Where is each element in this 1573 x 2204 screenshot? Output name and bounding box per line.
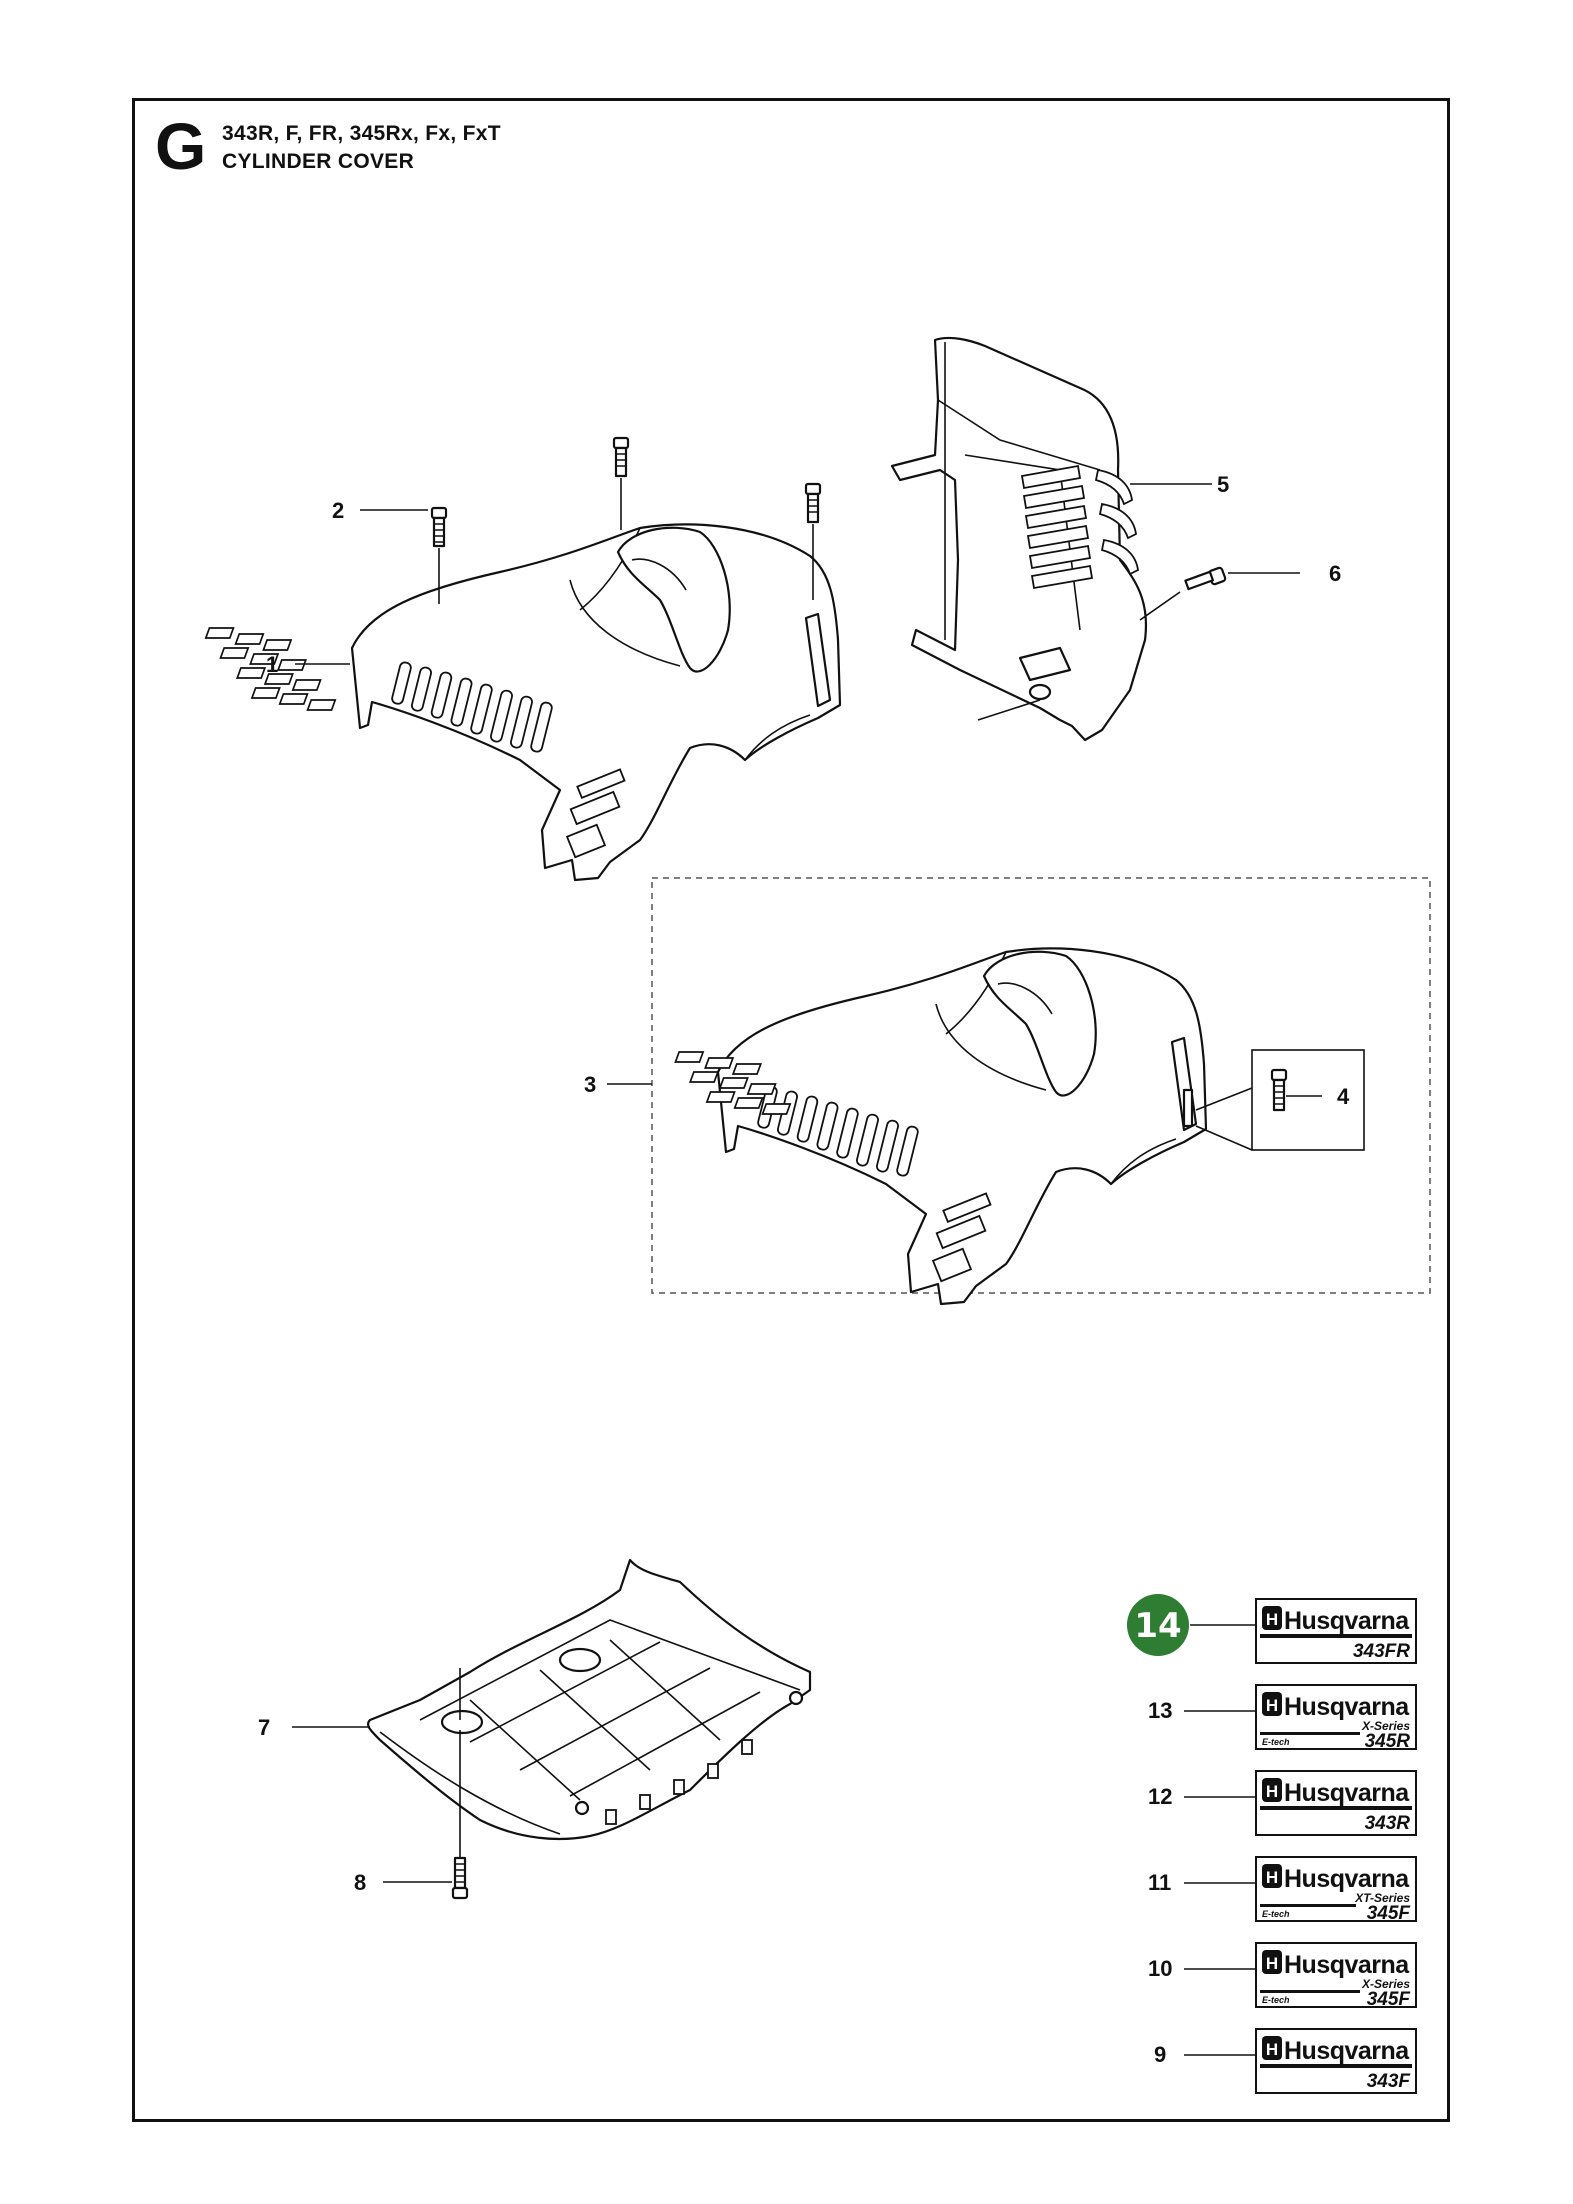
assembly-3-box (651, 877, 1431, 1294)
decal-345f-xt-series[interactable]: 11 H Husqvarna XT-Series E-tech 345F (1148, 1856, 1417, 1924)
section-letter: G (155, 109, 207, 183)
callout-9: 9 (1154, 2042, 1166, 2067)
callout-6: 6 (1329, 561, 1341, 586)
decal-343r[interactable]: 12 H Husqvarna 343R (1148, 1770, 1417, 1836)
svg-text:345F: 345F (1367, 1989, 1412, 2010)
svg-text:X-Series: X-Series (1361, 1719, 1410, 1733)
page-title: CYLINDER COVER (222, 150, 415, 173)
svg-text:Husqvarna: Husqvarna (1284, 1779, 1410, 1807)
svg-text:343FR: 343FR (1353, 1641, 1410, 1662)
decal-345r-x-series[interactable]: 13 H Husqvarna X-Series E-tech 345R (1148, 1684, 1417, 1752)
svg-text:343R: 343R (1365, 1813, 1411, 1834)
svg-text:H: H (1266, 1610, 1278, 1629)
callout-8: 8 (354, 1870, 366, 1895)
svg-text:H: H (1266, 1868, 1278, 1887)
callout-11: 11 (1148, 1870, 1171, 1895)
part-5-air-guide[interactable] (890, 336, 1148, 742)
svg-text:343F: 343F (1367, 2071, 1412, 2092)
svg-text:Husqvarna: Husqvarna (1284, 1693, 1410, 1721)
decal-343f[interactable]: 9 H Husqvarna 343F (1154, 2028, 1417, 2094)
drawing-frame (132, 98, 1450, 2122)
part-6-screw[interactable] (1184, 566, 1227, 591)
svg-text:XT-Series: XT-Series (1354, 1891, 1410, 1905)
svg-text:X-Series: X-Series (1361, 1977, 1410, 1991)
callout-13: 13 (1148, 1698, 1172, 1723)
svg-text:Husqvarna: Husqvarna (1284, 2037, 1410, 2065)
callout-3: 3 (584, 1072, 596, 1097)
callout-4: 4 (1337, 1084, 1350, 1109)
part-2-screw[interactable] (430, 436, 822, 548)
part-1-cylinder-cover[interactable] (204, 523, 842, 882)
callout-12: 12 (1148, 1784, 1172, 1809)
callout-10: 10 (1148, 1956, 1172, 1981)
part-7-cover-base[interactable] (366, 1558, 812, 1841)
part-4-screw[interactable] (1182, 1068, 1288, 1128)
callout-14-badge (1127, 1594, 1189, 1656)
svg-text:Husqvarna: Husqvarna (1284, 1951, 1410, 1979)
svg-text:E-tech: E-tech (1262, 1909, 1290, 1919)
svg-text:H: H (1266, 1696, 1278, 1715)
svg-text:Husqvarna: Husqvarna (1284, 1607, 1410, 1635)
decal-345f-x-series[interactable]: 10 H Husqvarna X-Series E-tech 345F (1148, 1942, 1417, 2010)
svg-text:H: H (1266, 2040, 1278, 2059)
callout-1: 1 (266, 652, 278, 677)
part-8-screw[interactable] (451, 1856, 469, 1900)
callout-14: 14 (1134, 1606, 1181, 1646)
svg-text:345R: 345R (1365, 1731, 1411, 1752)
svg-text:345F: 345F (1367, 1903, 1412, 1924)
callout-7: 7 (258, 1715, 270, 1740)
svg-text:Husqvarna: Husqvarna (1284, 1865, 1410, 1893)
decal-343fr[interactable]: H Husqvarna 343FR (1255, 1598, 1417, 1664)
svg-text:H: H (1266, 1954, 1278, 1973)
svg-text:E-tech: E-tech (1262, 1995, 1290, 2005)
svg-text:H: H (1266, 1782, 1278, 1801)
part-4-inset (1251, 1049, 1365, 1151)
callout-5: 5 (1217, 472, 1229, 497)
callout-2: 2 (332, 498, 344, 523)
model-list: 343R, F, FR, 345Rx, Fx, FxT (222, 122, 501, 145)
svg-text:E-tech: E-tech (1262, 1737, 1290, 1747)
part-3-cover-assembly[interactable] (674, 947, 1208, 1306)
